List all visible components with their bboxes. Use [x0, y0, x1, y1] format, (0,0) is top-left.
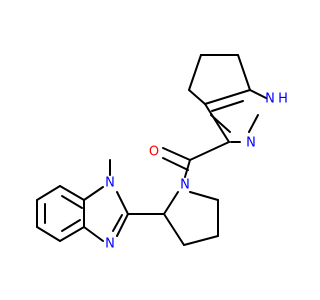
bond — [61, 219, 81, 232]
bond — [83, 226, 104, 242]
bond — [188, 89, 206, 105]
bond — [112, 214, 123, 232]
bond — [248, 114, 259, 133]
bond — [184, 159, 191, 178]
bond — [183, 235, 219, 246]
molecule-structure: N H N O N N N — [36, 54, 288, 252]
bond — [204, 89, 251, 105]
bond — [211, 100, 244, 112]
bond — [189, 141, 230, 161]
bond — [188, 54, 202, 91]
benzimidazole-nitrogen-label: N — [105, 237, 115, 252]
bond — [237, 54, 251, 91]
nh-nitrogen-label: N — [265, 92, 275, 107]
methyl-nitrogen-label: N — [105, 176, 115, 191]
bond — [59, 185, 85, 201]
bond — [210, 114, 231, 133]
bond — [61, 195, 83, 209]
bond — [36, 226, 61, 242]
bond — [249, 89, 267, 99]
bond — [189, 191, 219, 201]
bond — [163, 213, 185, 246]
atom-labels: N H N O N N N — [105, 92, 288, 252]
pyrrolidine-nitrogen-label: N — [180, 178, 190, 193]
bond — [59, 226, 85, 242]
bond — [116, 213, 129, 237]
carbonyl-oxygen-label: O — [149, 145, 159, 160]
bond — [83, 186, 104, 201]
bond — [163, 191, 179, 215]
bond — [162, 157, 189, 171]
pyrazole-nitrogen-label: N — [246, 136, 256, 151]
bond — [204, 103, 230, 143]
bond — [116, 191, 129, 215]
bonds — [36, 54, 267, 246]
nh-hydrogen-label: H — [278, 92, 288, 107]
bond — [162, 147, 191, 161]
bond — [36, 185, 61, 201]
